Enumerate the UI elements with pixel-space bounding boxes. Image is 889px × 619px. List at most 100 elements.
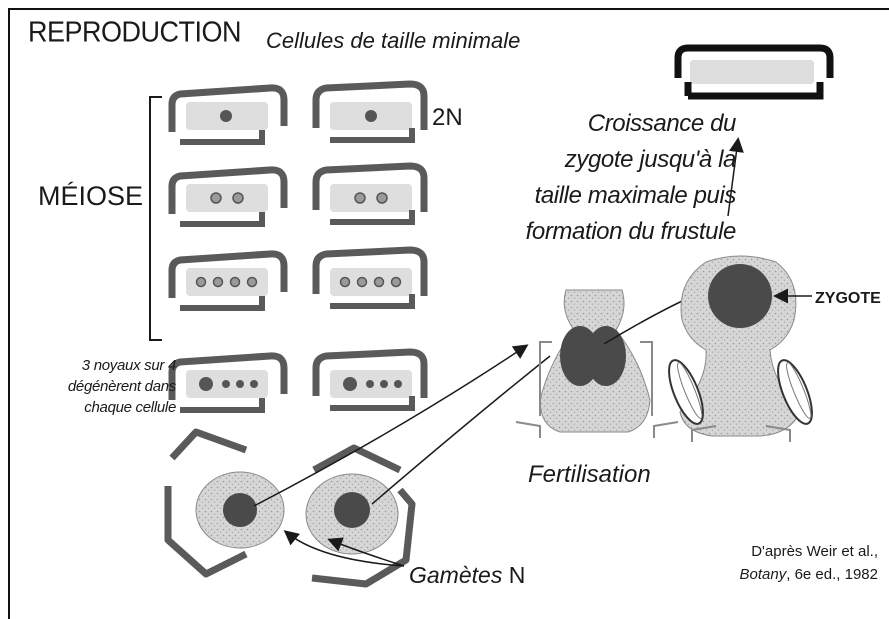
functional-nucleus (199, 377, 213, 391)
mature-frustule (674, 44, 834, 100)
growth-note-line: taille maximale puis (534, 182, 737, 209)
cell-meiosis2-right (312, 246, 428, 309)
frustule-hypotheca (330, 396, 415, 411)
gametes-ploidy: N (508, 562, 526, 588)
cell-body (186, 268, 268, 296)
source-credit: D'après Weir et al., Botany, 6e ed., 198… (718, 540, 878, 586)
nucleus (220, 110, 232, 122)
gamete-left (164, 428, 285, 578)
ploidy-2n-label: 2N (432, 104, 463, 131)
frustule-hypotheca (180, 212, 265, 227)
cell-meiosis1-left (168, 166, 288, 227)
zygote-cell (668, 255, 813, 442)
frustule-hypotheca (180, 398, 265, 413)
nucleus (365, 110, 377, 122)
frustule-hypotheca (180, 130, 265, 145)
cell-body (330, 268, 412, 296)
fertilisation-cell (515, 289, 679, 438)
empty-frustule (539, 341, 552, 416)
frame-border-left (8, 8, 10, 619)
gamete-right (305, 444, 416, 588)
cell-2n-right (312, 80, 428, 143)
degeneration-note: 3 noyaux sur 4 dégénèrent dans chaque ce… (16, 355, 176, 418)
empty-frustule (691, 425, 717, 442)
gamete-migration-arrow (371, 355, 551, 505)
frustule-hypotheca (688, 82, 824, 100)
credit-book-title: Botany (739, 566, 787, 583)
nucleus (232, 192, 244, 204)
nucleus (376, 192, 388, 204)
shed-frustule-right (777, 359, 813, 425)
degenerate-nucleus (394, 380, 402, 388)
credit-edition: , 6e ed., 1982 (786, 566, 878, 583)
nucleus (210, 192, 222, 204)
shed-frustule-left (668, 359, 704, 425)
frustule-hypotheca (330, 128, 415, 143)
frustule-hypotheca (180, 296, 265, 311)
cell-body (186, 184, 268, 212)
meiosis-bracket (149, 96, 162, 341)
frustule-epitheca (312, 246, 428, 296)
functional-nucleus (343, 377, 357, 391)
cell-body (690, 60, 814, 84)
frustule-epitheca (168, 166, 288, 214)
fusing-nucleus (586, 326, 626, 386)
degenerate-nucleus (250, 380, 258, 388)
zygote-nucleus (708, 264, 772, 328)
empty-frustule (640, 341, 653, 416)
nucleus (246, 276, 258, 288)
gamete-pointer-arrow (327, 537, 405, 567)
cell-2n-left (168, 84, 288, 145)
gametes-label: Gamètes N (409, 562, 525, 589)
frustule-epitheca (674, 44, 834, 78)
gamete-pointer-arrow (283, 530, 405, 567)
meiosis-label: MÉIOSE (38, 181, 144, 211)
cell-body (330, 184, 412, 212)
frustule-epitheca (168, 352, 288, 400)
subtitle: Cellules de taille minimale (266, 28, 521, 53)
frustule-epitheca (168, 250, 288, 298)
growth-note-line: formation du frustule (525, 218, 737, 245)
nucleus (373, 276, 385, 288)
credit-line-2: Botany, 6e ed., 1982 (718, 563, 878, 586)
diagram-title: REPRODUCTION (28, 16, 242, 48)
nucleus (339, 276, 351, 288)
zygote-label: ZYGOTE (815, 290, 881, 307)
empty-frustule (515, 421, 541, 438)
growth-note: Croissance du zygote jusqu'à la taille m… (476, 106, 737, 250)
degeneration-note-line: 3 noyaux sur 4 (81, 357, 177, 374)
frustule-hypotheca (330, 210, 415, 225)
nucleus (212, 276, 224, 288)
credit-line-1: D'après Weir et al., (751, 543, 878, 560)
degenerate-nucleus (222, 380, 230, 388)
frustule-epitheca (312, 348, 428, 398)
cell-degeneration-left (168, 352, 288, 413)
growth-note-line: Croissance du (587, 110, 737, 137)
gametes-word: Gamètes (409, 562, 503, 588)
nucleus (390, 276, 402, 288)
gamete-nucleus (223, 493, 257, 527)
frustule-hypotheca (330, 294, 415, 309)
fertilisation-label: Fertilisation (528, 461, 651, 488)
frustule-epitheca (312, 162, 428, 212)
degenerate-nucleus (380, 380, 388, 388)
degenerate-nucleus (366, 380, 374, 388)
degeneration-note-line: chaque cellule (84, 399, 176, 416)
empty-frustule (765, 425, 791, 442)
empty-frustule (653, 421, 679, 438)
cell-meiosis2-left (168, 250, 288, 311)
nucleus (229, 276, 241, 288)
degenerate-nucleus (236, 380, 244, 388)
cell-degeneration-right (312, 348, 428, 411)
frustule-open (311, 487, 416, 588)
nucleus (354, 192, 366, 204)
frustule-open (164, 486, 248, 578)
gamete-migration-arrow (253, 344, 529, 507)
frustule-open (169, 428, 248, 461)
nucleus (356, 276, 368, 288)
frustule-epitheca (168, 84, 288, 132)
frustule-open (312, 444, 402, 474)
gamete-nucleus (334, 492, 370, 528)
